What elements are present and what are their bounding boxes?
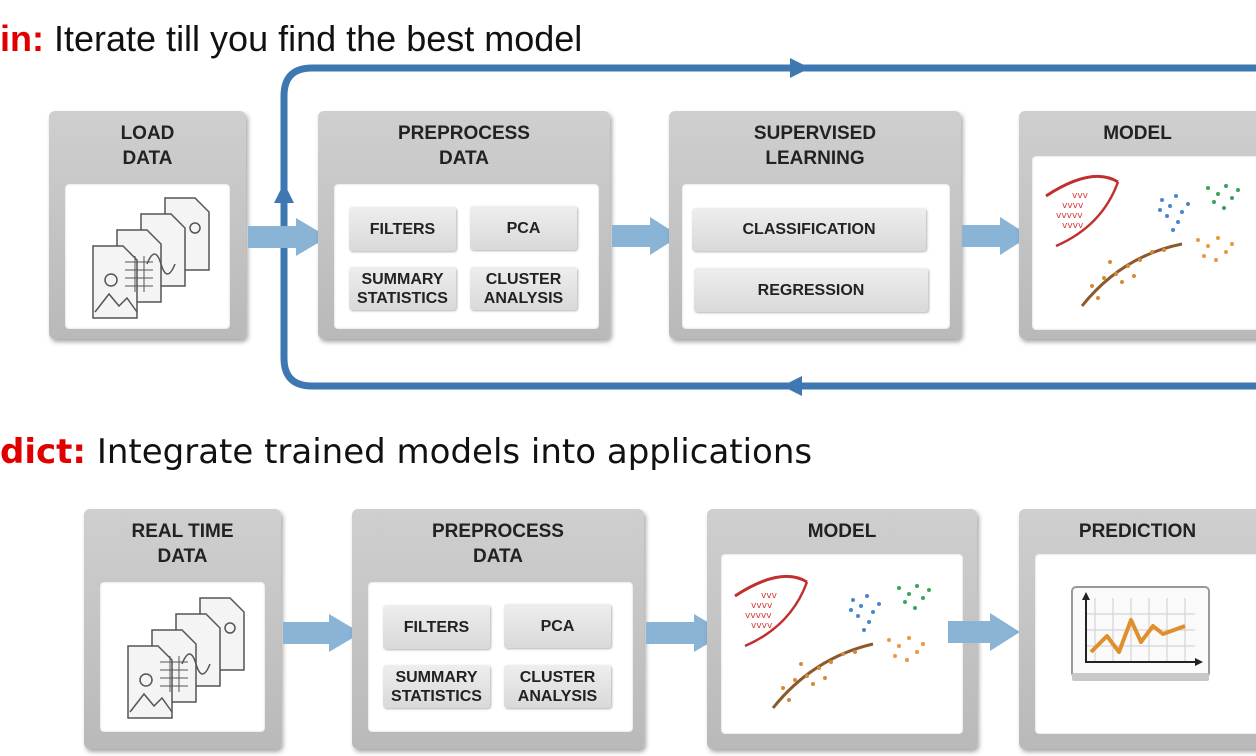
stage-title: PREPROCESS DATA [398, 123, 530, 169]
iteration-loop-arrow [274, 58, 1256, 396]
predict-keyword: dict: [0, 432, 86, 472]
flow-arrow [283, 614, 361, 652]
svg-text:vvvv: vvvv [751, 621, 773, 631]
flow-arrow [962, 217, 1030, 255]
stage-preprocess-data: PREPROCESS DATA FILTERS PCA SUMMARY STAT… [352, 509, 644, 749]
data-files-icon [92, 197, 210, 319]
panel [65, 184, 230, 329]
svg-text:vvvv: vvvv [1062, 221, 1084, 231]
predict-heading: dict: Integrate trained models into appl… [0, 432, 812, 472]
svg-text:vvvvv: vvvvv [1056, 211, 1083, 221]
summary-statistics-pill: SUMMARY STATISTICS [349, 267, 456, 310]
flow-arrow [248, 218, 328, 256]
svg-text:vvv: vvv [761, 591, 778, 601]
svg-text:vvvv: vvvv [1062, 201, 1084, 211]
flow-arrow [646, 614, 726, 652]
stage-real-time-data: REAL TIME DATA [84, 509, 281, 749]
summary-statistics-pill: SUMMARY STATISTICS [383, 665, 490, 708]
stage-preprocess-data: PREPROCESS DATA FILTERS PCA SUMMARY STAT… [318, 111, 610, 339]
data-files-icon [127, 597, 245, 719]
panel [1035, 554, 1256, 734]
stage-title: PREPROCESS DATA [432, 521, 564, 567]
regression-pill: REGRESSION [694, 268, 928, 312]
train-heading: in: Iterate till you find the best model [0, 18, 582, 60]
panel: FILTERS PCA SUMMARY STATISTICS CLUSTER A… [334, 184, 599, 329]
flow-arrow [948, 613, 1020, 651]
filters-pill: FILTERS [383, 605, 490, 649]
stage-title: SUPERVISED LEARNING [753, 123, 877, 169]
filters-pill: FILTERS [349, 207, 456, 251]
train-heading-text: Iterate till you find the best model [54, 18, 583, 59]
cluster-analysis-pill: CLUSTER ANALYSIS [470, 267, 577, 310]
stage-supervised-learning: SUPERVISED LEARNING CLASSIFICATION REGRE… [669, 111, 961, 339]
stage-load-data: LOAD DATA [49, 111, 246, 339]
pca-pill: PCA [470, 206, 577, 250]
stage-title: MODEL [807, 521, 877, 542]
stage-title: MODEL [1103, 123, 1172, 144]
svg-text:vvv: vvv [1072, 191, 1089, 201]
stage-title: REAL TIME DATA [131, 521, 234, 567]
stage-prediction: PREDICTION [1019, 509, 1256, 749]
prediction-chart-icon [1071, 586, 1210, 681]
train-keyword: in: [0, 18, 44, 59]
panel: CLASSIFICATION REGRESSION [682, 184, 950, 329]
panel [100, 582, 265, 732]
classification-pill: CLASSIFICATION [692, 208, 926, 251]
flow-arrow [612, 217, 680, 255]
svg-text:vvvvv: vvvvv [745, 611, 772, 621]
cluster-analysis-pill: CLUSTER ANALYSIS [504, 665, 611, 708]
stage-title: LOAD DATA [120, 123, 175, 169]
svg-text:vvvv: vvvv [751, 601, 773, 611]
predict-heading-text: Integrate trained models into applicatio… [96, 432, 813, 472]
pca-pill: PCA [504, 604, 611, 648]
stage-title: PREDICTION [1078, 521, 1197, 542]
panel: FILTERS PCA SUMMARY STATISTICS CLUSTER A… [368, 582, 633, 732]
